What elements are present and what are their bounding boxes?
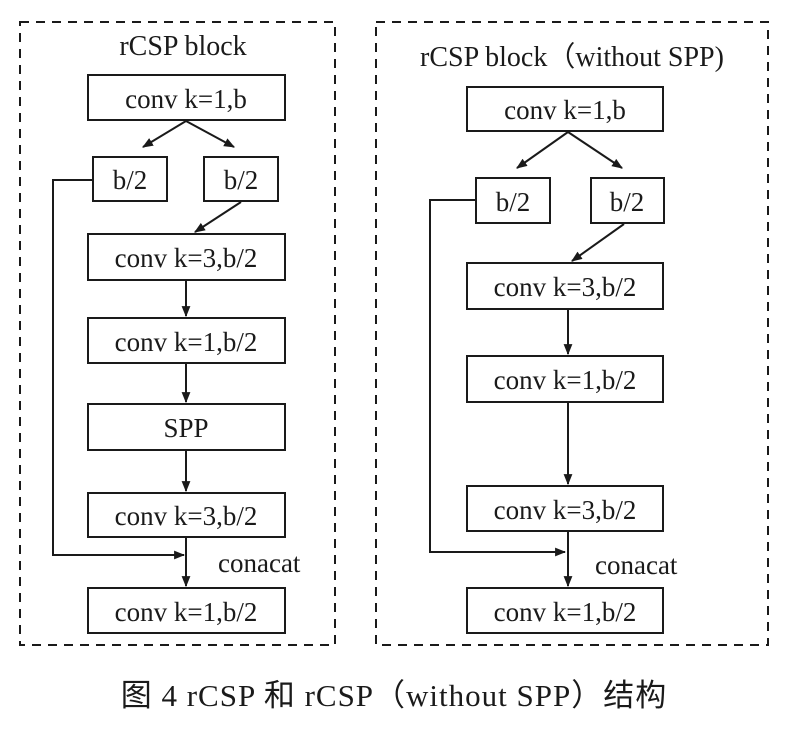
panel-title: rCSP block bbox=[119, 31, 246, 62]
skip-connection bbox=[52, 179, 186, 560]
merge-label: conacat bbox=[595, 550, 678, 580]
merge-label: conacat bbox=[218, 548, 301, 578]
node-split-right: b/2 bbox=[203, 156, 279, 202]
node-chain-3: conv k=3,b/2 bbox=[466, 485, 664, 532]
panel-title: rCSP block（without SPP) bbox=[420, 41, 724, 73]
node-label: conv k=1,b/2 bbox=[115, 597, 258, 627]
node-label: conv k=3,b/2 bbox=[494, 272, 637, 302]
node-label: conv k=1,b/2 bbox=[494, 597, 637, 627]
node-label: b/2 bbox=[610, 187, 645, 217]
node-label: b/2 bbox=[496, 187, 531, 217]
arrow bbox=[142, 120, 187, 148]
node-label: conv k=1,b/2 bbox=[494, 365, 637, 395]
node-label: SPP bbox=[163, 413, 208, 443]
node-output: conv k=1,b/2 bbox=[87, 587, 286, 634]
figure-caption: 图 4 rCSP 和 rCSP（without SPP）结构 bbox=[121, 678, 668, 713]
panel-frame bbox=[19, 21, 336, 646]
panel-rcsp: rCSP block conv k=1,b b/2 b/2 conv k=3,b… bbox=[19, 21, 336, 646]
panel-frame bbox=[375, 21, 769, 646]
node-chain-2: conv k=1,b/2 bbox=[87, 317, 286, 364]
node-conv-top: conv k=1,b bbox=[87, 74, 286, 121]
node-split-left: b/2 bbox=[92, 156, 168, 202]
node-label: conv k=1,b bbox=[504, 95, 626, 125]
node-spp: SPP bbox=[87, 403, 286, 451]
arrow bbox=[567, 131, 623, 169]
node-label: conv k=1,b/2 bbox=[115, 327, 258, 357]
skip-connection bbox=[429, 199, 567, 557]
arrow bbox=[571, 223, 625, 262]
node-label: b/2 bbox=[224, 165, 259, 195]
node-label: conv k=3,b/2 bbox=[115, 243, 258, 273]
node-output: conv k=1,b/2 bbox=[466, 587, 664, 634]
panel-rcsp-without-spp: rCSP block（without SPP) conv k=1,b b/2 b… bbox=[375, 21, 769, 646]
node-label: b/2 bbox=[113, 165, 148, 195]
node-chain-2: conv k=1,b/2 bbox=[466, 355, 664, 403]
node-split-left: b/2 bbox=[475, 177, 551, 224]
node-label: conv k=1,b bbox=[125, 84, 247, 114]
arrow bbox=[194, 201, 242, 233]
node-conv-top: conv k=1,b bbox=[466, 86, 664, 132]
arrow bbox=[516, 131, 569, 169]
node-chain-1: conv k=3,b/2 bbox=[87, 233, 286, 281]
node-chain-4: conv k=3,b/2 bbox=[87, 492, 286, 538]
node-label: conv k=3,b/2 bbox=[115, 501, 258, 531]
arrow bbox=[185, 120, 235, 148]
node-label: conv k=3,b/2 bbox=[494, 495, 637, 525]
node-split-right: b/2 bbox=[590, 177, 665, 224]
node-chain-1: conv k=3,b/2 bbox=[466, 262, 664, 310]
